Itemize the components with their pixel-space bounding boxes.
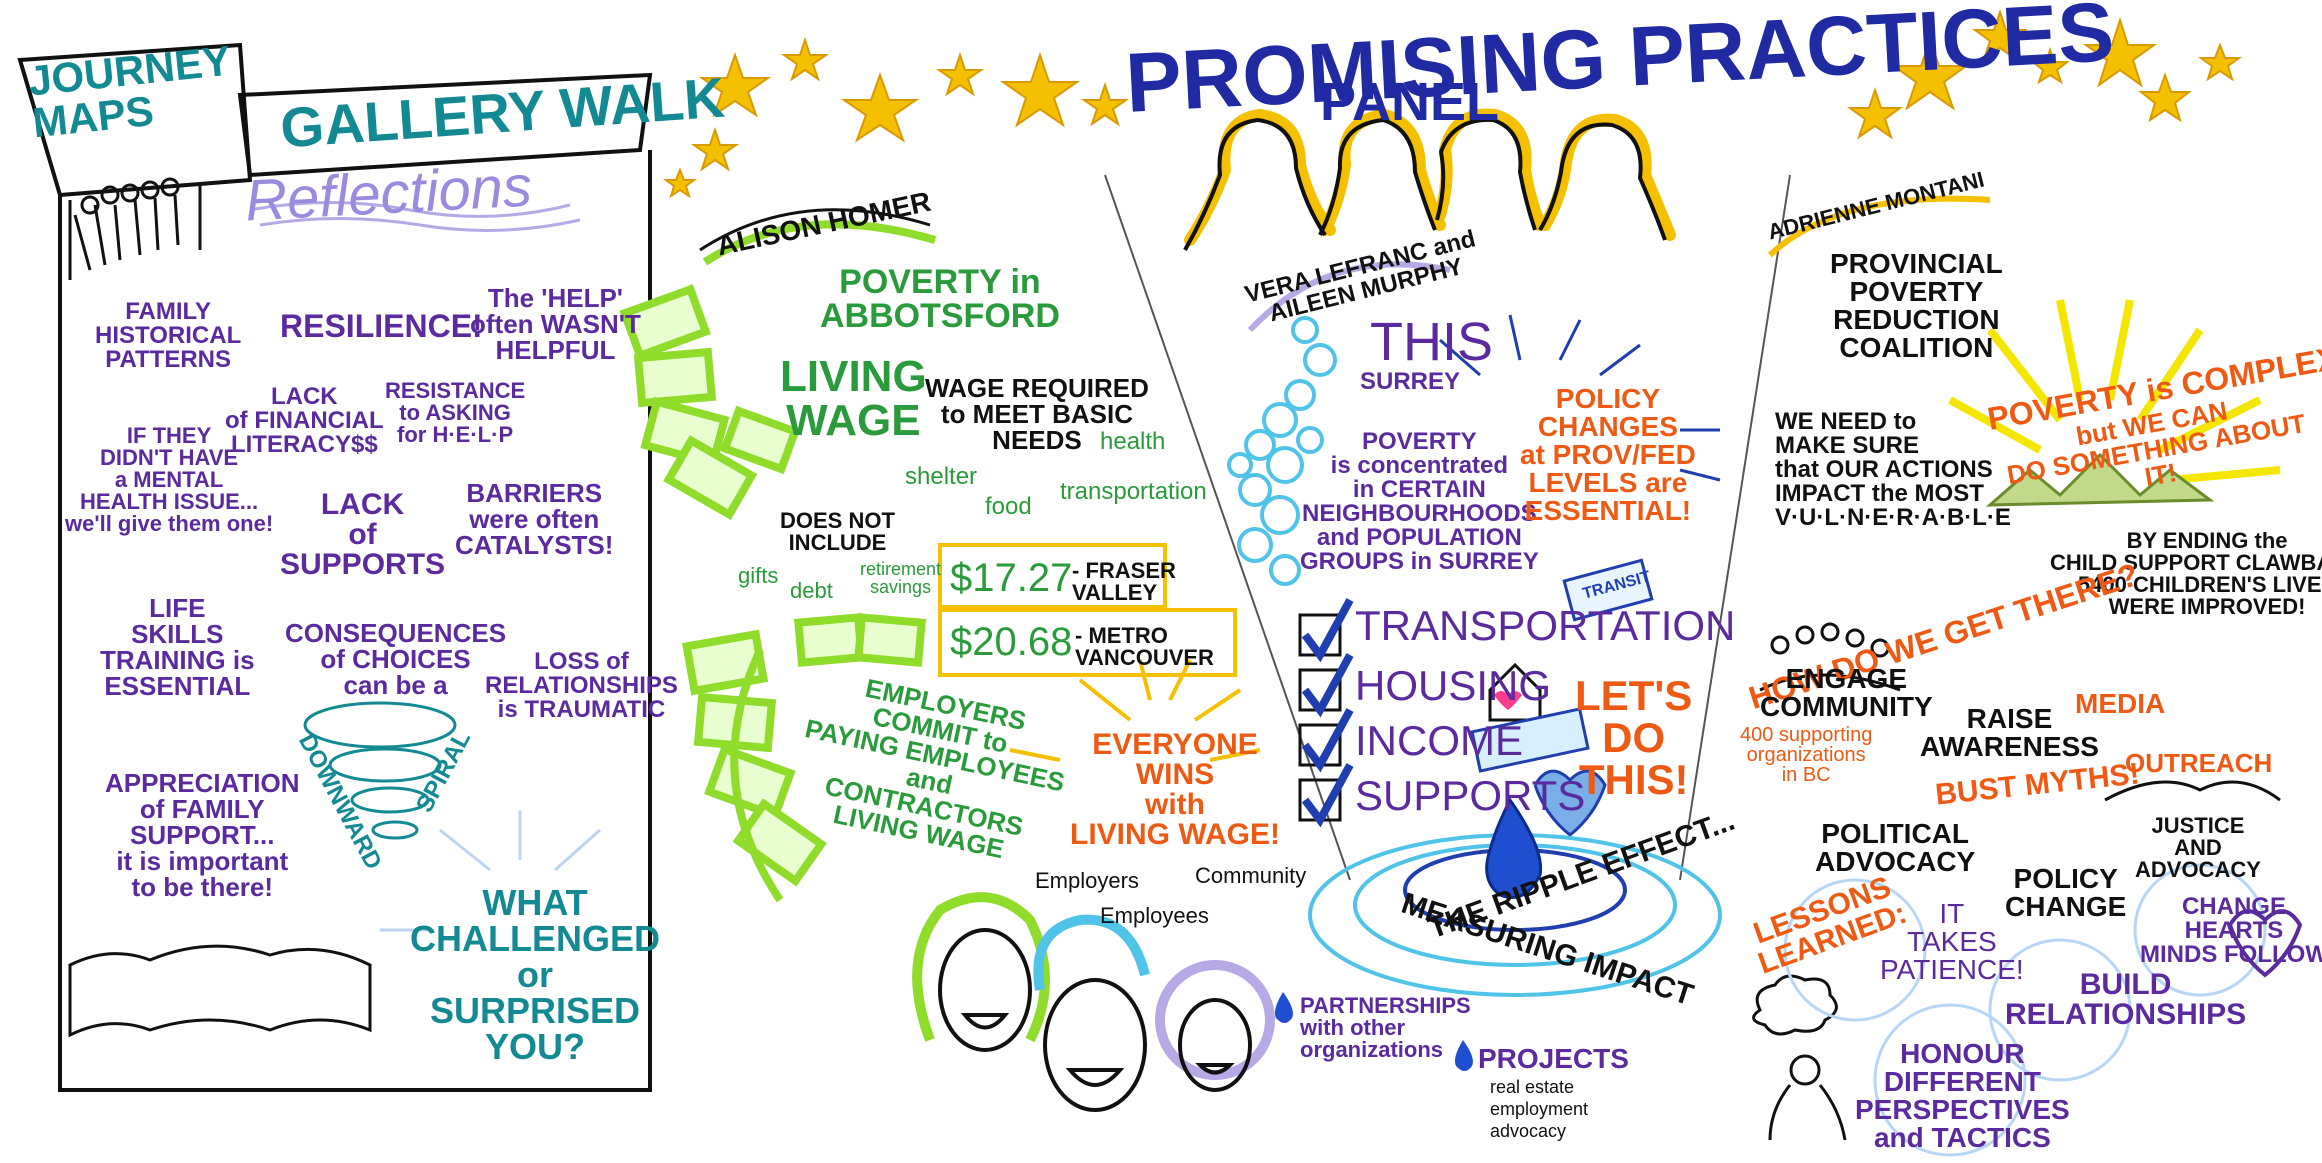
need-health: health — [1100, 428, 1166, 455]
panel-divider-1 — [1104, 174, 1351, 881]
reflection-financial-literacy: LACK of FINANCIAL LITERACY$$ — [225, 383, 384, 458]
outreach: OUTREACH — [2125, 748, 2273, 778]
justice-banner — [2104, 780, 2281, 802]
reflection-help-not-helpful: The 'HELP' often WASN'T HELPFUL — [470, 283, 641, 365]
engage-community: ENGAGE COMMUNITY — [1760, 663, 1933, 722]
gallery-frame-illustration — [68, 944, 372, 1038]
check-supports: SUPPORTS — [1355, 772, 1586, 819]
project-real-estate: real estate — [1490, 1077, 1575, 1097]
projects: PROJECTS — [1478, 1043, 1629, 1074]
lets-do-this: LET'S DO THIS! — [1575, 672, 1693, 803]
project-advocacy: advocacy — [1490, 1121, 1567, 1141]
mountains-illustration — [1985, 452, 2215, 507]
panel-divider-2 — [1679, 174, 1791, 881]
media: MEDIA — [2075, 688, 2166, 719]
change-hearts: CHANGE HEARTS MINDS FOLLOW — [2140, 893, 2322, 968]
partnerships: PARTNERSHIPS with other organizations — [1300, 993, 1471, 1062]
wage-box-fraser — [938, 543, 1167, 609]
we-need-to: WE NEED to MAKE SURE that OUR ACTIONS IM… — [1775, 408, 2011, 531]
check-transportation: TRANSPORTATION — [1355, 602, 1736, 649]
checkmark-icons — [1298, 598, 1354, 828]
page-subtitle: PANEL — [1320, 72, 1500, 132]
water-drop-icon — [1485, 797, 1543, 899]
need-transportation: transportation — [1060, 478, 1207, 505]
heart-icon — [1533, 769, 1607, 837]
winner-employees: Employees — [1100, 903, 1209, 928]
wage-box-metro — [938, 608, 1237, 677]
need-food: food — [985, 493, 1032, 520]
heart-outline-icon — [2228, 909, 2303, 978]
supporting-orgs: 400 supporting organizations in BC — [1740, 724, 1873, 786]
need-shelter: shelter — [905, 463, 978, 490]
wage-required-text: WAGE REQUIRED to MEET BASIC NEEDS — [925, 373, 1149, 455]
reflection-family-support: APPRECIATION of FAMILY SUPPORT... it is … — [105, 768, 300, 902]
clawback-note: BY ENDING the CHILD SUPPORT CLAWBACK 540… — [2050, 528, 2322, 619]
everyone-wins: EVERYONE WINS with LIVING WAGE! — [1070, 728, 1280, 851]
policy-burst — [1439, 314, 1721, 482]
justice-and-advocacy: JUSTICE AND ADVOCACY — [2135, 813, 2261, 882]
winner-employers: Employers — [1035, 868, 1139, 893]
wage-amount-metro: $20.68 — [950, 620, 1073, 664]
gallery-panel-frame — [58, 150, 652, 1092]
reflection-mental-health: IF THEY DIDN'T HAVE a MENTAL HEALTH ISSU… — [65, 423, 274, 536]
bubbles-decoration — [1227, 316, 1337, 586]
reflection-life-skills: LIFE SKILLS TRAINING is ESSENTIAL — [100, 593, 255, 701]
crowd-illustration — [73, 177, 180, 271]
poverty-in-abbotsford: POVERTY in ABBOTSFORD — [820, 263, 1060, 335]
check-income: INCOME — [1355, 717, 1523, 764]
policy-change: POLICY CHANGE — [2005, 863, 2127, 922]
check-housing: HOUSING — [1355, 662, 1552, 709]
living-wage-heading: LIVING WAGE — [780, 352, 927, 445]
drop-icon-partnerships — [1274, 992, 1293, 1023]
question-burst — [380, 810, 601, 932]
thinking-person-illustration — [1752, 974, 1847, 1141]
reflection-consequences: CONSEQUENCES of CHOICES can be a — [285, 618, 507, 700]
star-decorations — [663, 8, 2243, 199]
community-people-icon — [1759, 622, 1901, 692]
it-takes-patience: IT TAKES PATIENCE! — [1880, 898, 2024, 985]
political-advocacy: POLITICAL ADVOCACY — [1815, 818, 1976, 877]
poverty-concentrated: POVERTY is concentrated in CERTAIN NEIGH… — [1300, 428, 1539, 575]
project-employment: employment — [1490, 1099, 1589, 1119]
drop-icon-projects — [1454, 1040, 1473, 1071]
excluded-retirement-savings: retirement savings — [860, 559, 942, 597]
reflection-resilience: RESILIENCE! — [280, 308, 483, 344]
journey-maps-banner — [17, 42, 253, 198]
winner-community: Community — [1195, 863, 1307, 888]
gallery-walk-banner — [237, 72, 653, 178]
wage-amount-fraser: $17.27 — [950, 556, 1073, 600]
coalition-name: PROVINCIAL POVERTY REDUCTION COALITION — [1830, 248, 2003, 363]
reflections-subtitle: Reflections — [243, 153, 534, 234]
transit-sign — [1562, 558, 1654, 622]
everyone-wins-burst — [1009, 659, 1261, 762]
does-not-include: DOES NOT INCLUDE — [780, 508, 895, 555]
what-challenged-question: WHAT CHALLENGED or SURPRISED YOU? — [410, 882, 660, 1067]
build-relationships: BUILD RELATIONSHIPS — [2005, 968, 2247, 1031]
heart-icon-small — [1494, 691, 1522, 710]
happy-faces-illustration — [912, 892, 1275, 1112]
reflection-loss-of-relationships: LOSS of RELATIONSHIPS is TRAUMATIC — [485, 648, 678, 723]
reflection-resistance: RESISTANCE to ASKING for H·E·L·P — [385, 378, 526, 447]
downward-spiral-illustration — [303, 701, 457, 840]
reflection-family-patterns: FAMILY HISTORICAL PATTERNS — [95, 298, 242, 373]
panelist-silhouettes — [1184, 108, 1676, 246]
honour-different: HONOUR DIFFERENT PERSPECTIVES and TACTIC… — [1855, 1038, 2070, 1153]
excluded-debt: debt — [790, 578, 833, 603]
wage-place-fraser: - FRASER VALLEY — [1072, 558, 1176, 605]
policy-changes: POLICY CHANGES at PROV/FED LEVELS are ES… — [1520, 383, 1696, 526]
house-icon — [1488, 662, 1542, 722]
reflection-lack-of-supports: LACK of SUPPORTS — [280, 488, 446, 581]
wage-place-metro: - METRO VANCOUVER — [1075, 623, 1214, 670]
money-stack-top — [619, 284, 801, 521]
cheque-icon — [1470, 707, 1590, 773]
reflection-barriers: BARRIERS were often CATALYSTS! — [455, 478, 614, 560]
excluded-gifts: gifts — [738, 563, 779, 588]
raise-awareness: RAISE AWARENESS — [1920, 703, 2099, 762]
sun-burst — [1948, 299, 2281, 484]
this-surrey-surrey: SURREY — [1360, 368, 1461, 395]
this-surrey-this: THIS — [1370, 312, 1494, 372]
